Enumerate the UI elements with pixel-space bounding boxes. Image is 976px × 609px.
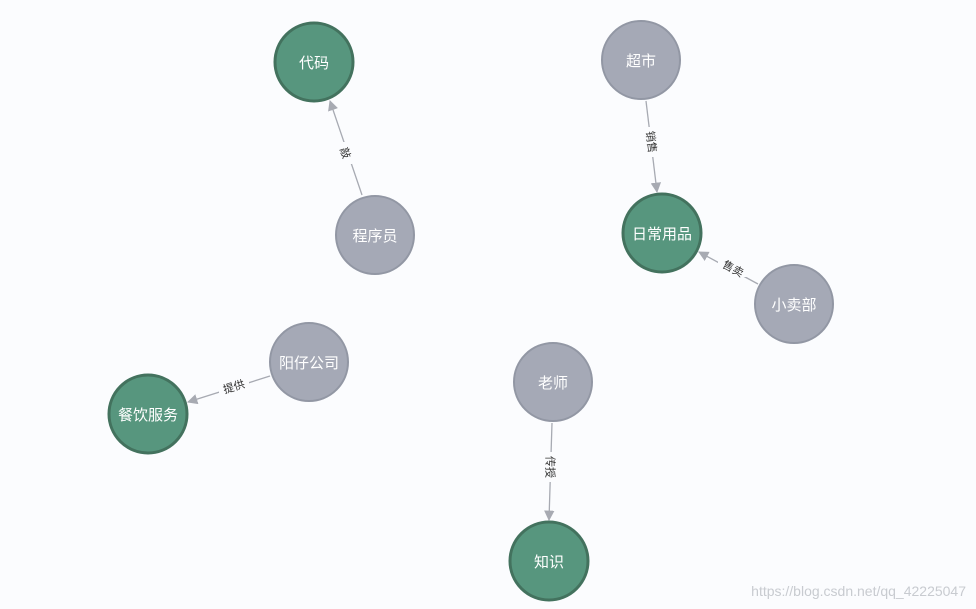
watermark-text: https://blog.csdn.net/qq_42225047 [751,583,966,599]
node-circle [269,322,349,402]
node-label: 知识 [534,553,564,571]
node-label: 日常用品 [632,225,692,243]
node-label: 程序员 [352,227,397,245]
node-kiosk[interactable]: 小卖部 [754,264,834,344]
edge-supermarket-dailygoods[interactable]: 销售 [642,100,662,194]
node-label: 代码 [299,54,329,72]
node-supermarket[interactable]: 超市 [601,20,681,100]
node-circle [513,342,593,422]
node-daily-goods[interactable]: 日常用品 [621,192,703,274]
node-label: 餐饮服务 [118,406,178,424]
edge-label-bg [542,452,558,482]
node-circle [273,21,355,103]
edge-kiosk-dailygoods[interactable]: 售卖 [698,251,759,285]
edge-label-bg [718,261,748,277]
node-yangzai[interactable]: 阳仔公司 [269,322,349,402]
node-teacher[interactable]: 老师 [513,342,593,422]
edge-label: 提供 [221,377,246,397]
nodes-layer: 代码 程序员 超市 日常用品 小卖部 阳仔公司 [107,20,834,602]
node-knowledge[interactable]: 知识 [508,520,590,602]
edge-label-bg [642,127,658,157]
edge-yangzai-catering[interactable]: 提供 [187,375,271,405]
node-label: 小卖部 [771,296,816,314]
node-label: 超市 [626,52,656,70]
edge-label-bg [219,379,249,395]
node-label: 阳仔公司 [279,354,339,372]
edge-label-bg [338,142,352,164]
node-circle [508,520,590,602]
edge-teacher-knowledge[interactable]: 传授 [542,422,558,522]
node-circle [107,373,189,455]
node-circle [335,195,415,275]
edge-programmer-code[interactable]: 敲 [328,100,363,196]
edge-label: 销售 [643,130,660,154]
node-label: 老师 [538,374,568,392]
edges-layer: 敲 销售 售卖 提供 [187,100,759,522]
node-circle [754,264,834,344]
edge-label: 传授 [544,456,558,478]
node-catering[interactable]: 餐饮服务 [107,373,189,455]
node-circle [621,192,703,274]
node-programmer[interactable]: 程序员 [335,195,415,275]
edge-label: 敲 [337,145,354,160]
node-code[interactable]: 代码 [273,21,355,103]
node-circle [601,20,681,100]
